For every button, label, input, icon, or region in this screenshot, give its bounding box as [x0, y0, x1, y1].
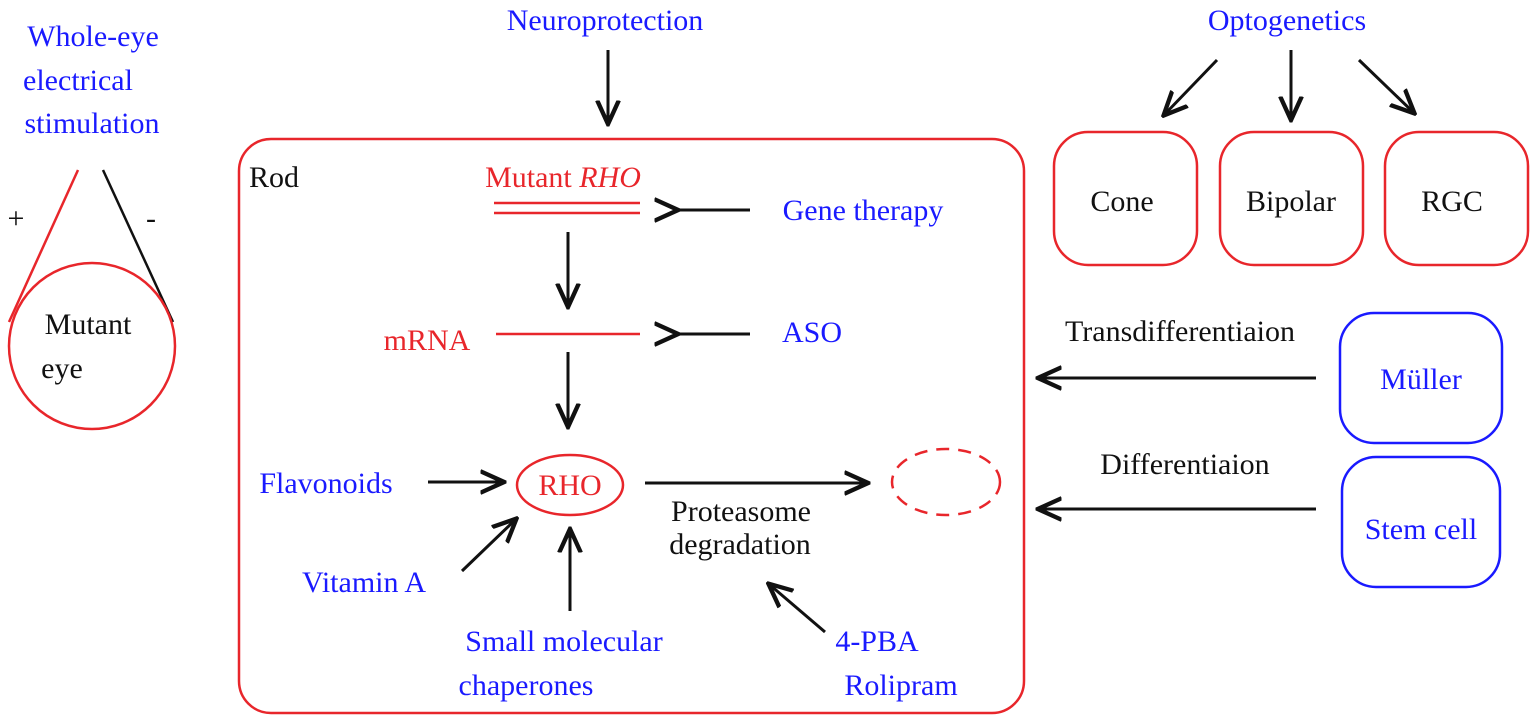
optogenetics-arrow-cone [1165, 58, 1219, 114]
negative-electrode-sign: - [146, 202, 156, 235]
rho-protein-label: RHO [538, 469, 601, 502]
chaperones-label-line1: Small molecular [465, 625, 662, 658]
rho-protein-ellipse [515, 453, 625, 517]
degraded-rho-ellipse [890, 447, 1002, 517]
rgc-label: RGC [1421, 185, 1483, 218]
electrical-stimulation-title-line1: Whole-eye [27, 20, 159, 53]
vitamin-a-arrow [460, 520, 515, 573]
optogenetics-arrow-rgc [1357, 58, 1413, 112]
rod-cell-box [237, 137, 1026, 715]
drugs-arrow [770, 585, 826, 634]
differentiation-label: Differentiaion [1100, 448, 1269, 481]
positive-electrode-sign: + [8, 202, 25, 235]
stem-cell-box [1340, 455, 1502, 589]
rgc-cell-box [1383, 130, 1530, 267]
mrna-label: mRNA [384, 324, 471, 357]
electrical-stimulation-title-line2: electrical [23, 64, 133, 97]
mutant-rho-label: Mutant RHO [485, 161, 641, 194]
positive-electrode-wire [7, 169, 80, 323]
mutant-rho-prefix: Mutant [485, 161, 579, 194]
optogenetics-label: Optogenetics [1208, 4, 1366, 37]
gene-therapy-label: Gene therapy [783, 194, 944, 227]
drugs-label-line1: 4-PBA [835, 625, 919, 658]
electrical-stimulation-title-line3: stimulation [25, 107, 160, 140]
negative-electrode-wire [101, 169, 175, 323]
aso-label: ASO [782, 316, 842, 349]
mutant-eye-circle [7, 261, 177, 431]
bipolar-cell-box [1218, 130, 1365, 267]
cone-label: Cone [1090, 185, 1153, 218]
drugs-label-line2: Rolipram [844, 669, 957, 702]
mutant-eye-label-line2: eye [41, 352, 83, 385]
cone-cell-box [1052, 130, 1199, 267]
rod-label: Rod [249, 161, 299, 194]
mutant-eye-label-line1: Mutant [45, 308, 132, 341]
bipolar-label: Bipolar [1246, 185, 1336, 218]
vitamin-a-label: Vitamin A [302, 566, 426, 599]
neuroprotection-label: Neuroprotection [507, 4, 704, 37]
transdifferentiation-label: Transdifferentiaion [1065, 315, 1295, 348]
muller-cell-box [1338, 311, 1504, 445]
mutant-rho-gene: RHO [578, 161, 641, 194]
proteasome-label-line1: Proteasome [671, 495, 811, 528]
stem-cell-label: Stem cell [1365, 513, 1477, 546]
muller-label: Müller [1380, 363, 1462, 396]
flavonoids-label: Flavonoids [259, 467, 392, 500]
chaperones-label-line2: chaperones [459, 669, 594, 702]
proteasome-label-line2: degradation [669, 528, 811, 561]
